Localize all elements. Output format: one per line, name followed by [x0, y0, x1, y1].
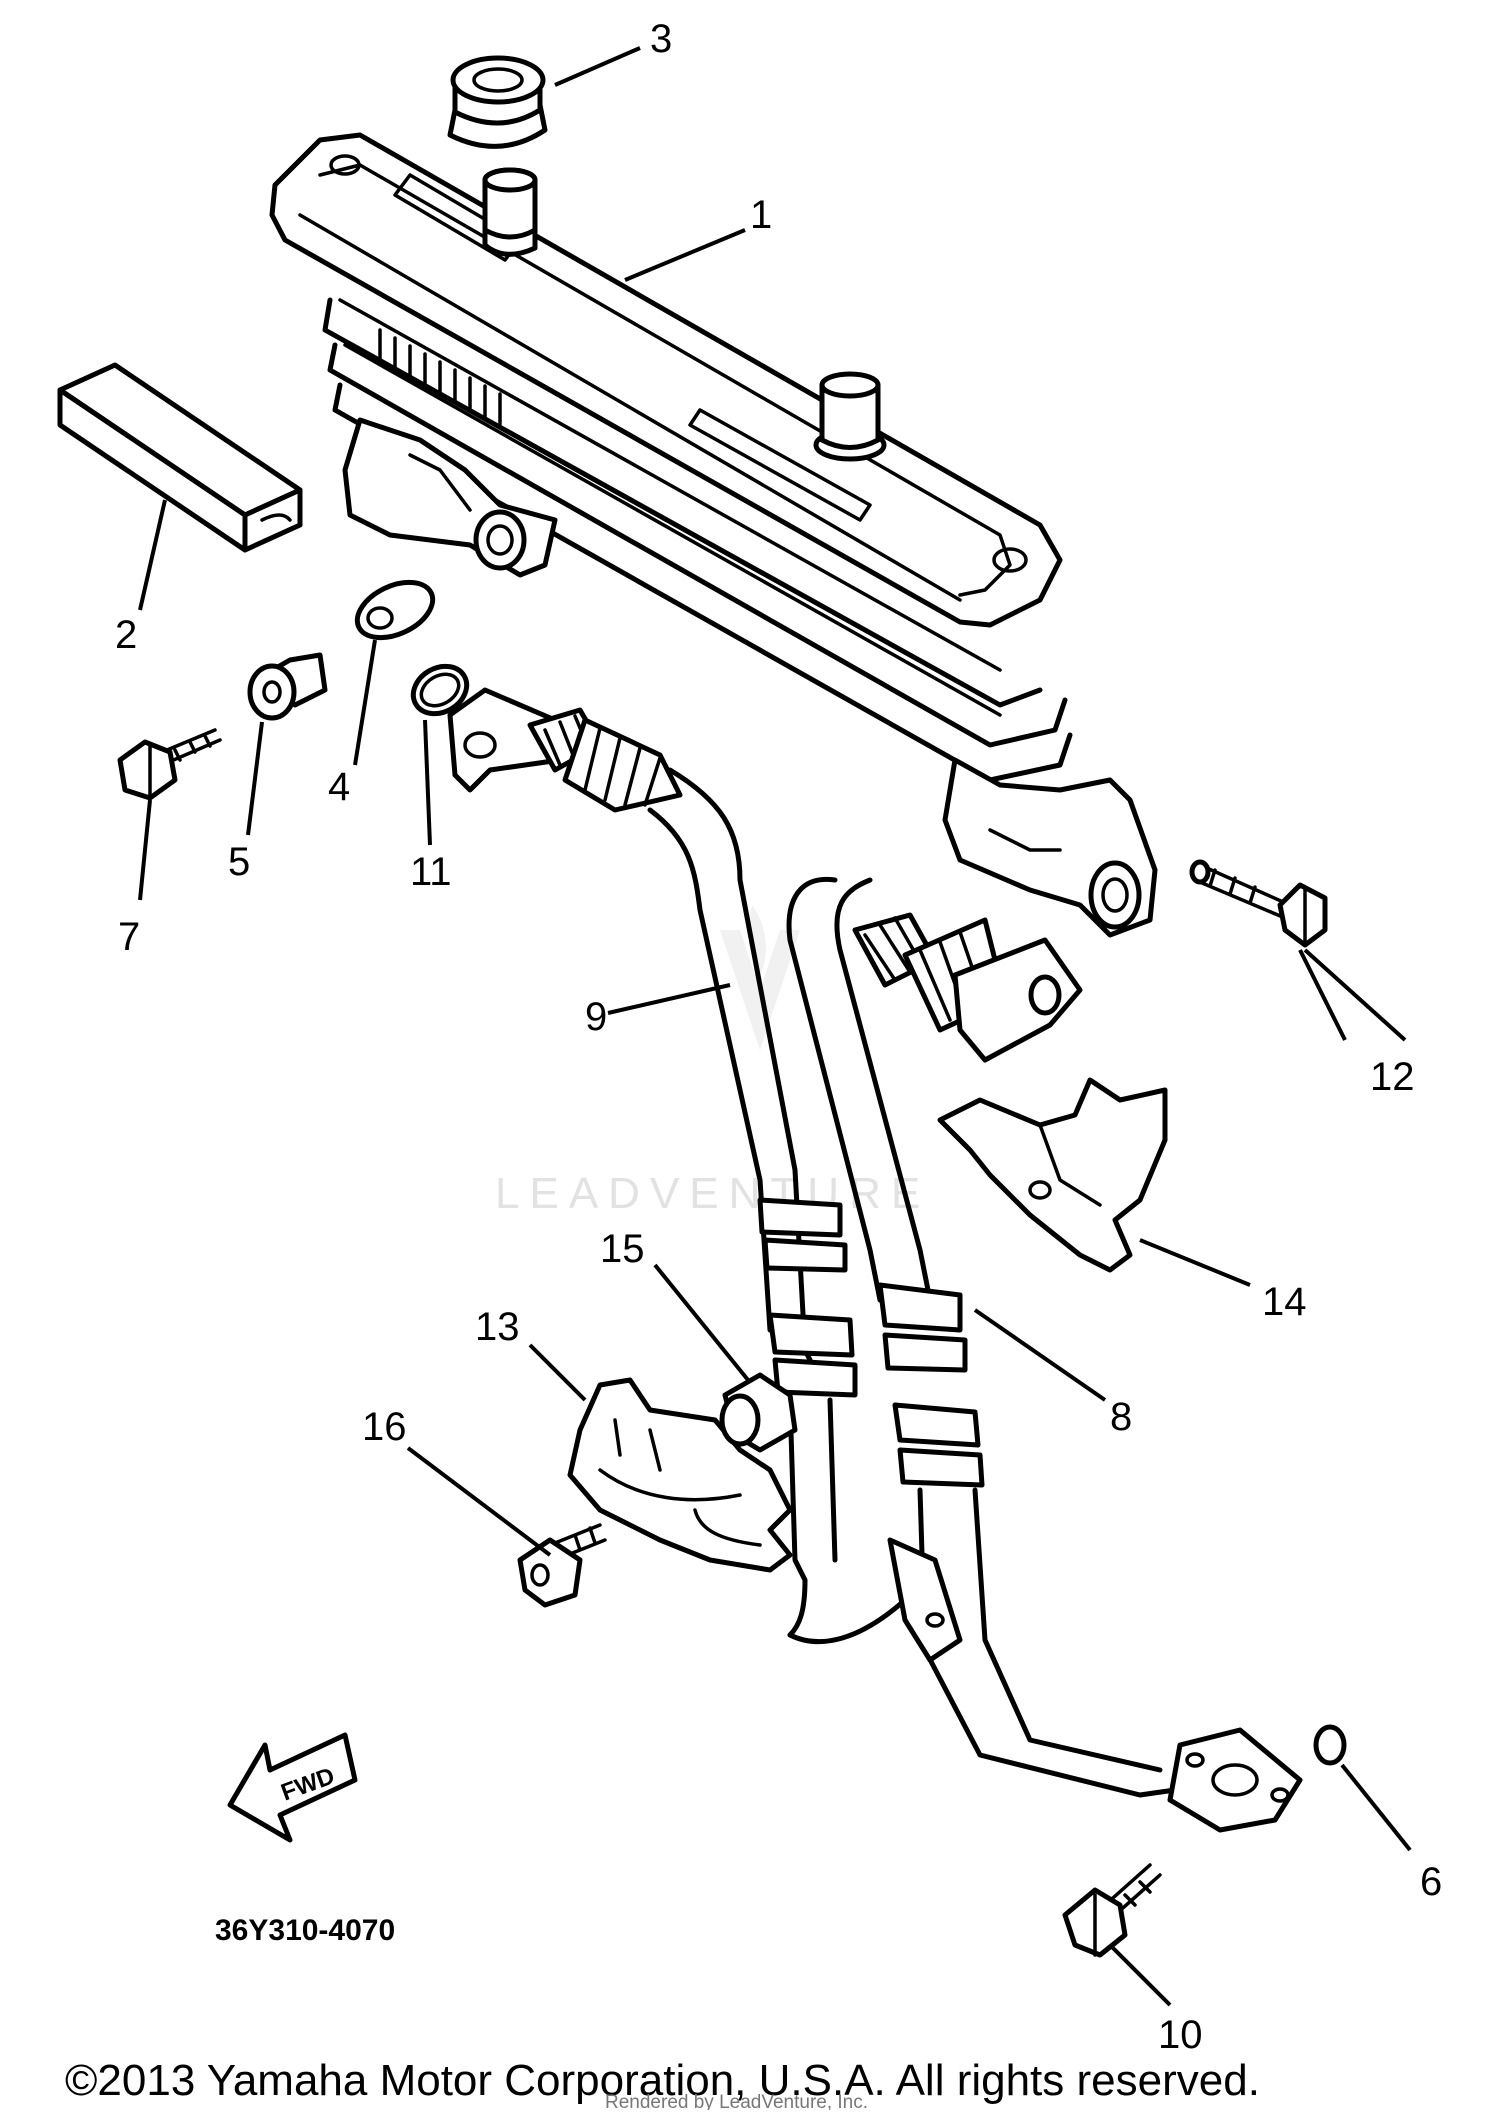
part-7-bolt[interactable] — [117, 728, 222, 801]
callout-16: 16 — [362, 1405, 407, 1449]
part-8-hose[interactable] — [786, 876, 1303, 1833]
callout-1: 1 — [750, 193, 772, 237]
part-1-oil-cooler[interactable] — [269, 132, 1158, 938]
part-3-grommet[interactable] — [447, 55, 548, 149]
part-14-clamp[interactable] — [937, 1077, 1168, 1273]
callout-15: 15 — [600, 1227, 645, 1271]
callout-9: 9 — [585, 995, 607, 1039]
callout-3: 3 — [650, 17, 672, 61]
cooler-fins — [378, 328, 502, 426]
watermark-text: LEADVENTURE — [495, 1169, 930, 1218]
callout-4: 4 — [328, 765, 350, 809]
callout-5: 5 — [228, 840, 250, 884]
fwd-arrow-icon: FWD — [227, 1732, 358, 1843]
callout-2: 2 — [115, 613, 137, 657]
callout-14: 14 — [1262, 1280, 1307, 1324]
part-2-rubber-strip[interactable] — [57, 362, 303, 553]
part-10-bolt[interactable] — [1062, 1863, 1162, 1958]
part-6-washer[interactable] — [1313, 1724, 1347, 1766]
part-16-bolt[interactable] — [517, 1523, 607, 1608]
leader-lines — [138, 46, 1412, 2007]
copyright-text: ©2013 Yamaha Motor Corporation, U.S.A. A… — [65, 2056, 1260, 2105]
callout-7: 7 — [118, 915, 140, 959]
rendered-by-text: Rendered by LeadVenture, Inc. — [605, 2092, 868, 2110]
callout-8: 8 — [1110, 1395, 1132, 1439]
callout-12: 12 — [1370, 1055, 1415, 1099]
callout-11: 11 — [410, 850, 452, 894]
part-13-clamp[interactable] — [567, 1377, 793, 1573]
part-11-o-ring[interactable] — [405, 657, 475, 723]
part-code: 36Y310-4070 — [215, 1914, 395, 1947]
part-12-bolt[interactable] — [1189, 859, 1328, 948]
part-5-collar[interactable] — [247, 652, 328, 721]
callout-10: 10 — [1158, 2013, 1203, 2057]
part-15-collar[interactable] — [719, 1372, 798, 1453]
callout-13: 13 — [475, 1305, 520, 1349]
callout-labels: 3 1 2 4 5 7 11 9 12 14 8 15 13 16 6 10 — [115, 17, 1442, 2057]
part-4-grommet[interactable] — [349, 571, 442, 648]
part-9-hose[interactable] — [447, 687, 908, 1644]
callout-6: 6 — [1420, 1860, 1442, 1904]
